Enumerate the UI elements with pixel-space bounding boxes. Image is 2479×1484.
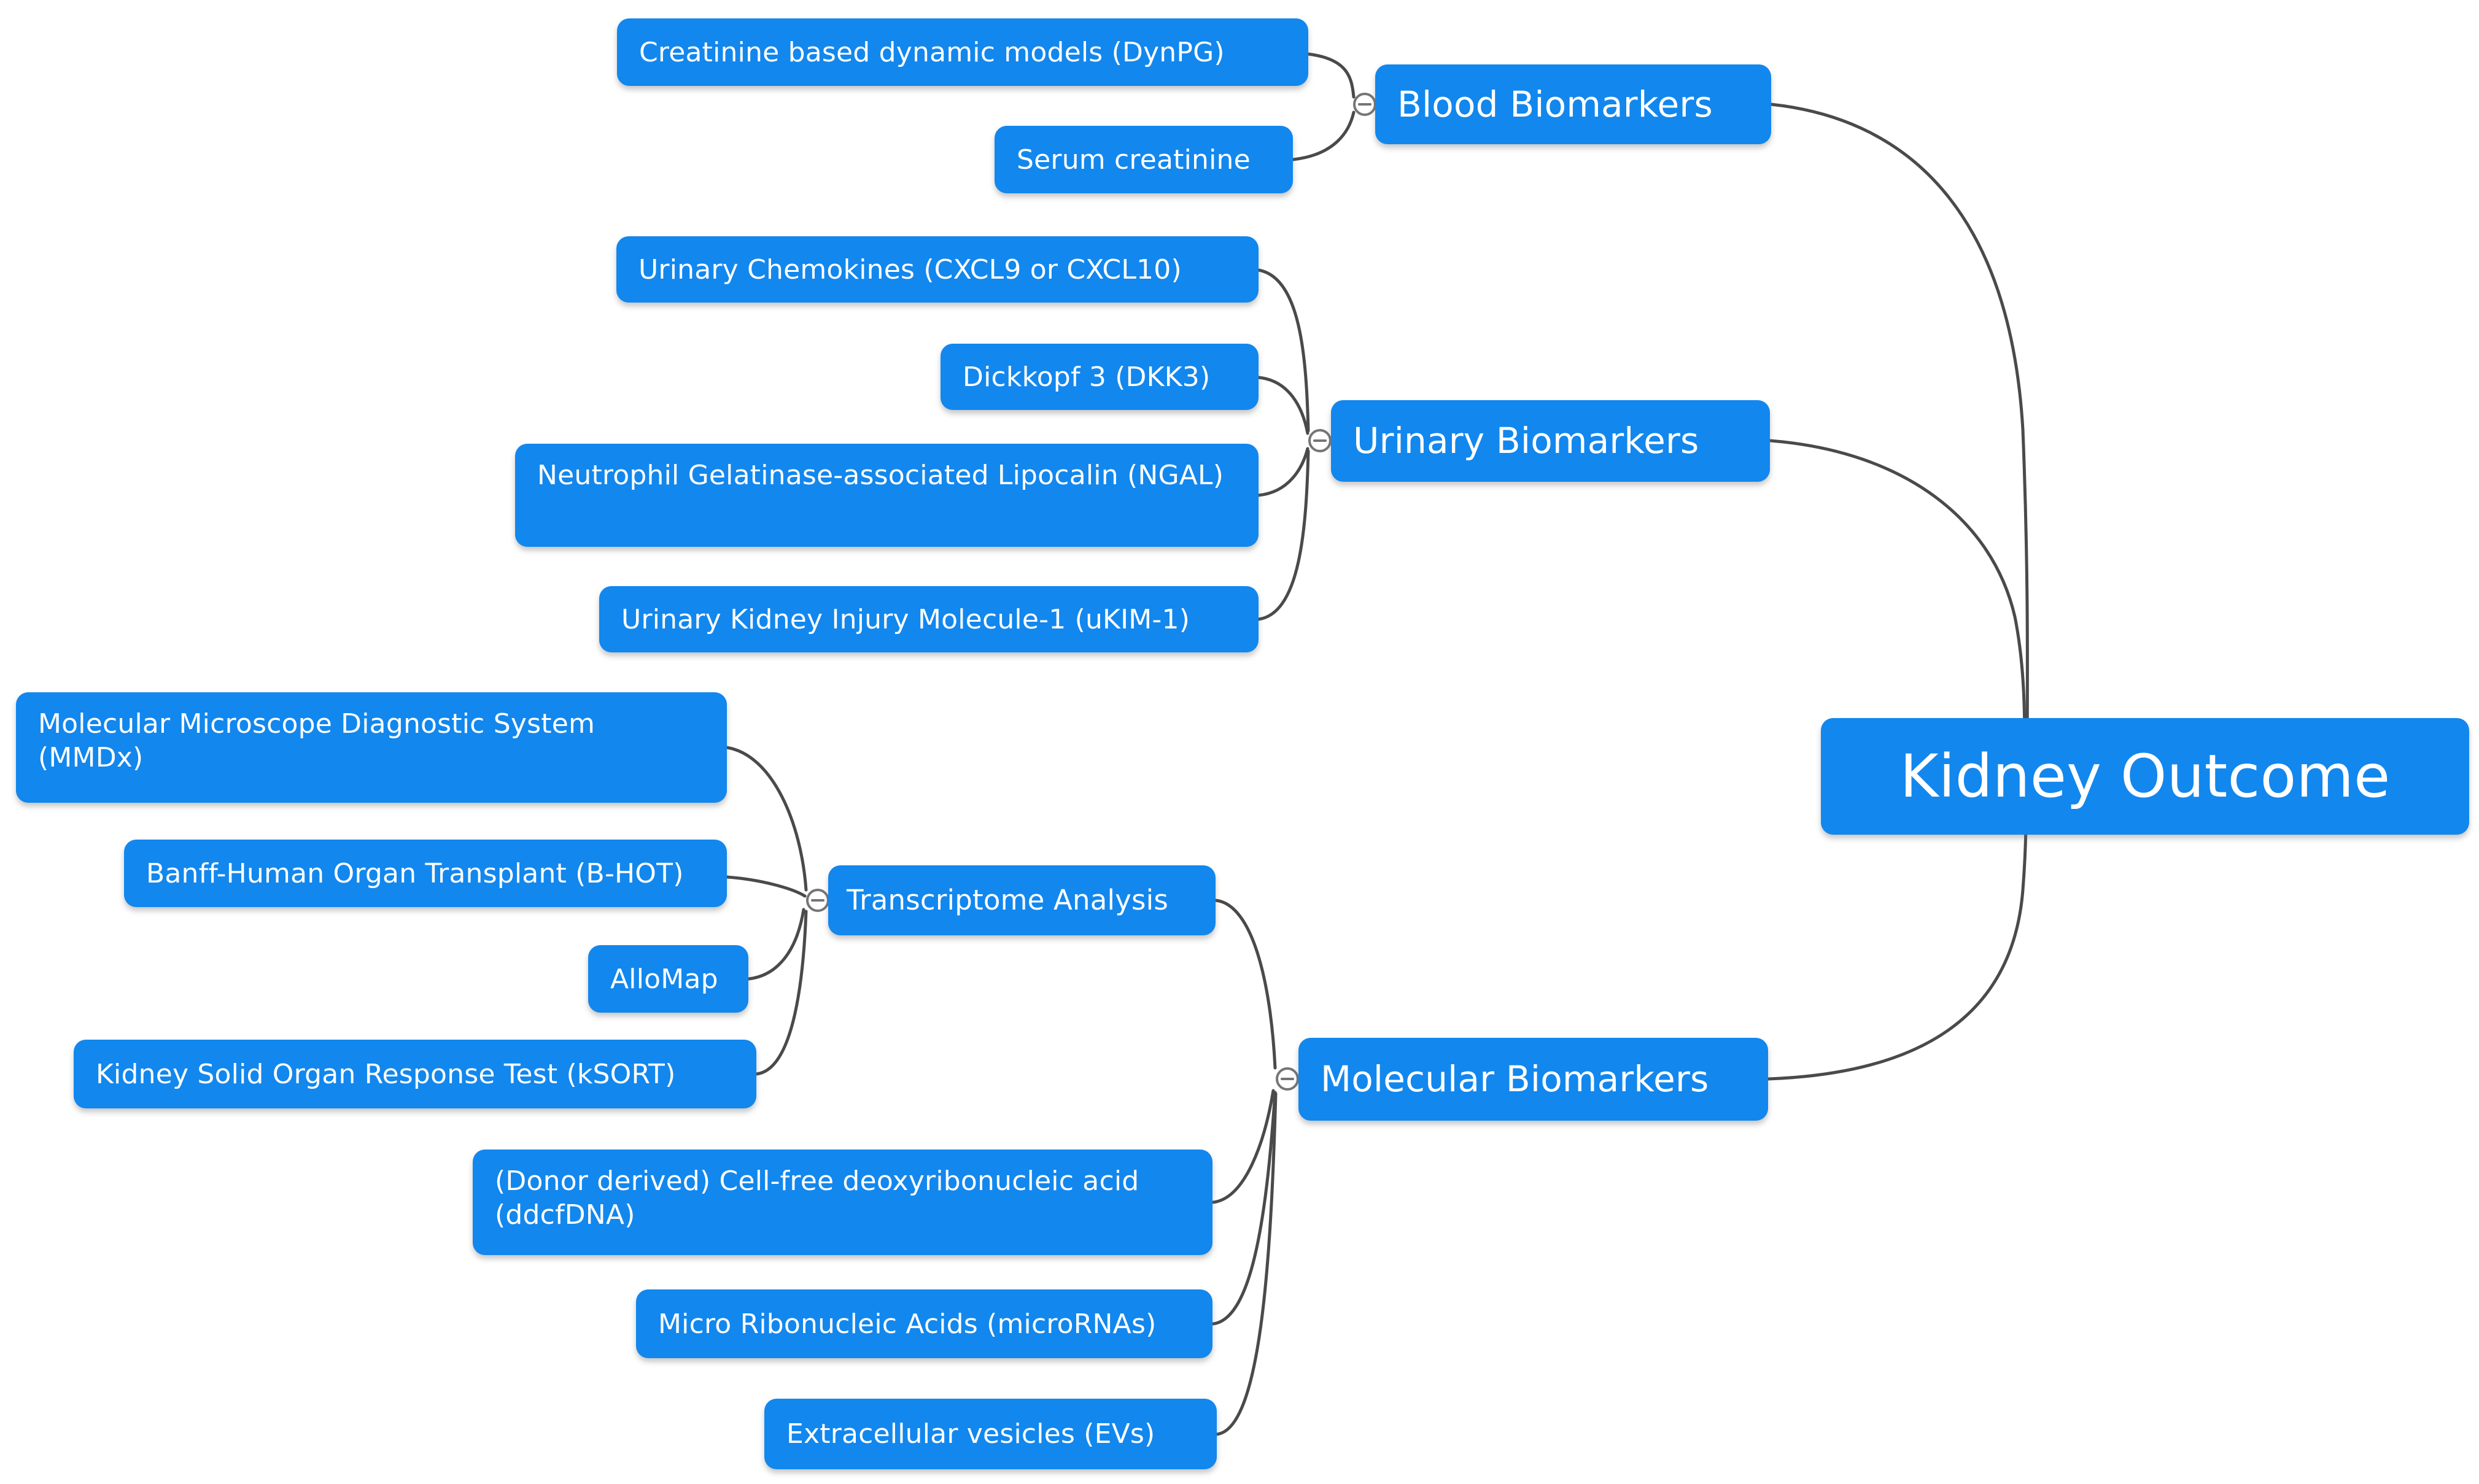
node-label: Kidney Solid Organ Response Test (kSORT) (96, 1058, 676, 1090)
node-label: Molecular Biomarkers (1321, 1058, 1709, 1100)
node-label: Blood Biomarkers (1397, 83, 1713, 125)
node-label: Dickkopf 3 (DKK3) (963, 361, 1211, 393)
connector-urinary-root (1768, 439, 2027, 774)
connector-bhot-transcriptome (725, 875, 807, 898)
node-extracellular-vesicles[interactable]: Extracellular vesicles (EVs) (764, 1399, 1217, 1469)
node-molecular-biomarkers[interactable]: Molecular Biomarkers (1298, 1038, 1768, 1121)
node-label: Serum creatinine (1017, 144, 1251, 176)
node-blood-biomarkers[interactable]: Blood Biomarkers (1375, 64, 1771, 144)
connector-mirna-molecular (1211, 1091, 1277, 1326)
node-micrornas[interactable]: Micro Ribonucleic Acids (microRNAs) (636, 1289, 1212, 1358)
connector-dynpg-blood (1306, 52, 1356, 99)
node-label: Urinary Kidney Injury Molecule-1 (uKIM-1… (621, 603, 1190, 635)
node-label: Neutrophil Gelatinase-associated Lipocal… (537, 460, 1224, 491)
collapse-button-transcriptome-analysis[interactable] (806, 889, 829, 912)
node-serum-creatinine[interactable]: Serum creatinine (995, 126, 1293, 193)
node-ukim1[interactable]: Urinary Kidney Injury Molecule-1 (uKIM-1… (599, 586, 1259, 652)
node-bhot[interactable]: Banff-Human Organ Transplant (B-HOT) (124, 840, 727, 907)
node-dickkopf3[interactable]: Dickkopf 3 (DKK3) (941, 344, 1259, 410)
connector-cxcl-urinary (1257, 268, 1310, 433)
collapse-button-blood-biomarkers[interactable] (1353, 93, 1376, 116)
connector-dkk3-urinary (1257, 376, 1309, 435)
node-label: (Donor derived) Cell-free deoxyribonucle… (495, 1165, 1139, 1231)
node-label: Molecular Microscope Diagnostic System (… (38, 708, 596, 773)
node-urinary-chemokines[interactable]: Urinary Chemokines (CXCL9 or CXCL10) (616, 236, 1259, 303)
connector-serum-blood (1291, 110, 1356, 161)
node-label: Urinary Chemokines (CXCL9 or CXCL10) (638, 253, 1182, 285)
node-label: Banff-Human Organ Transplant (B-HOT) (146, 857, 684, 889)
node-allomap[interactable]: AlloMap (588, 945, 748, 1013)
node-label: AlloMap (610, 963, 718, 995)
node-creatinine-dynpg[interactable]: Creatinine based dynamic models (DynPG) (617, 18, 1308, 86)
node-ngal[interactable]: Neutrophil Gelatinase-associated Lipocal… (515, 444, 1259, 547)
collapse-button-urinary-biomarkers[interactable] (1308, 429, 1332, 452)
node-label: Extracellular vesicles (EVs) (786, 1418, 1155, 1450)
connector-ukim-urinary (1257, 449, 1310, 621)
connector-evs-molecular (1215, 1092, 1278, 1436)
connector-ngal-urinary (1257, 447, 1309, 497)
connector-allomap-transcriptome (747, 908, 805, 981)
connector-ksort-transcriptome (755, 910, 808, 1076)
node-label: Urinary Biomarkers (1353, 420, 1699, 462)
node-label: Kidney Outcome (1899, 742, 2391, 811)
connector-mmdx-transcriptome (725, 746, 808, 892)
connector-ddcfdna-molecular (1211, 1089, 1275, 1204)
node-label: Micro Ribonucleic Acids (microRNAs) (658, 1308, 1157, 1340)
node-transcriptome-analysis[interactable]: Transcriptome Analysis (828, 865, 1216, 935)
node-ddcfdna[interactable]: (Donor derived) Cell-free deoxyribonucle… (473, 1150, 1212, 1255)
node-urinary-biomarkers[interactable]: Urinary Biomarkers (1331, 400, 1770, 482)
connector-transcriptome-molecular (1214, 899, 1277, 1070)
collapse-button-molecular-biomarkers[interactable] (1276, 1067, 1299, 1091)
node-label: Transcriptome Analysis (847, 883, 1169, 916)
node-ksort[interactable]: Kidney Solid Organ Response Test (kSORT) (74, 1040, 756, 1108)
node-label: Creatinine based dynamic models (DynPG) (639, 36, 1225, 68)
node-mmdx[interactable]: Molecular Microscope Diagnostic System (… (16, 692, 727, 803)
node-kidney-outcome[interactable]: Kidney Outcome (1821, 718, 2469, 835)
connector-blood-root (1769, 102, 2029, 774)
